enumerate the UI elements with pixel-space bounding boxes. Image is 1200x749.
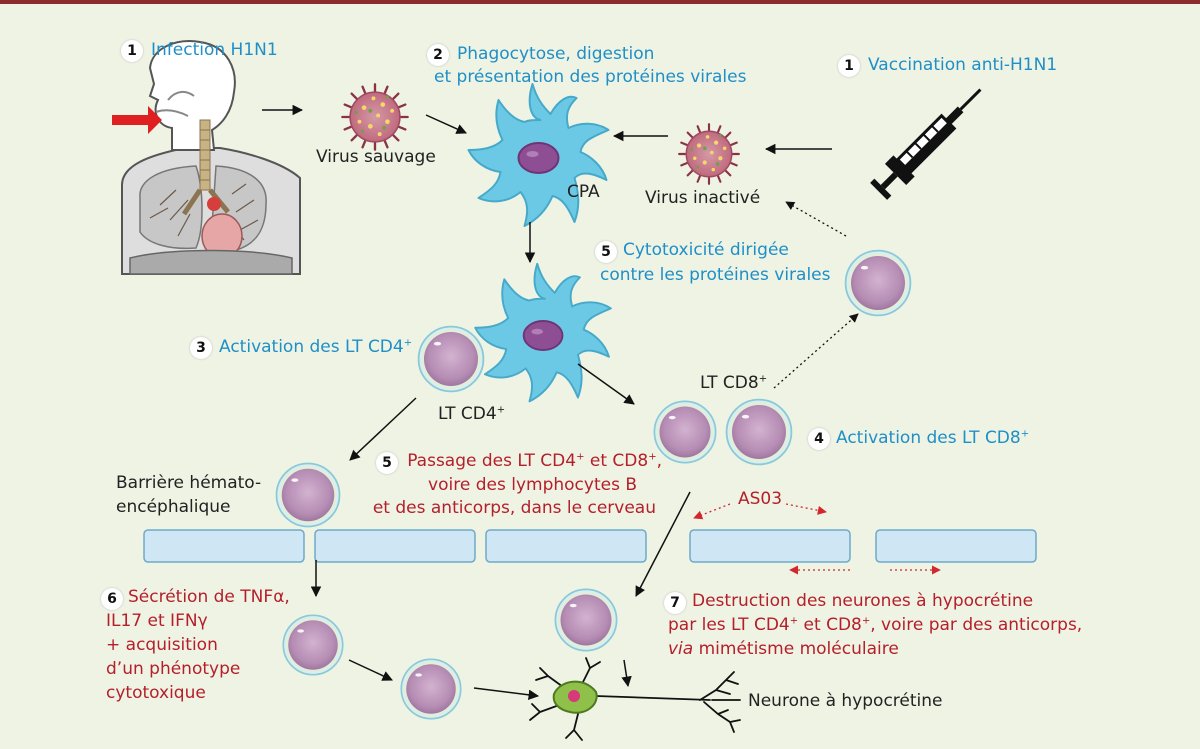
step-number: 2 (427, 44, 449, 66)
lt-cd4-cell (417, 325, 485, 393)
secretion-text-a: Sécrétion de TNF (128, 587, 274, 607)
secretion-label-line3: + acquisition (106, 635, 218, 655)
hypocretin-neuron-icon (529, 657, 741, 741)
lt-cd4-label: LT CD4+ (438, 403, 505, 426)
blood-brain-barrier (143, 529, 1037, 563)
barrier-label-line1: Barrière hémato- (116, 473, 262, 493)
secretion-text-b: , (284, 587, 290, 607)
superscript-plus: + (758, 373, 768, 385)
barrier-label-line2: encéphalique (116, 497, 231, 517)
as03-label: AS03 (738, 489, 783, 509)
destruction-text-a: par les LT CD4 (668, 615, 790, 635)
inactivated-virus-icon (678, 123, 740, 185)
step-number: 1 (838, 55, 860, 77)
virus-inactive-label: Virus inactivé (645, 188, 761, 208)
destruction-text-d: mimétisme moléculaire (693, 639, 899, 659)
passage-label-line3: et des anticorps, dans le cerveau (372, 498, 656, 518)
cytotox-label-line2: contre les protéines virales (600, 265, 831, 285)
cd4-activation-label: Activation des LT CD4+ (219, 336, 412, 359)
passage-label-line2: voire des lymphocytes B (428, 475, 637, 495)
neurone-label: Neurone à hypocrétine (748, 691, 943, 711)
superscript-plus: + (1020, 428, 1030, 440)
cell-near-neuron (554, 588, 618, 652)
syringe-icon (870, 88, 982, 200)
passage-text-a: Passage des LT CD4 (407, 451, 577, 471)
gamma-symbol: γ (197, 611, 208, 631)
secretion-text-c: IL17 et IFN (106, 611, 198, 631)
step-number: 4 (808, 428, 830, 450)
step-number: 5 (595, 241, 617, 263)
lt-cd8-label: LT CD8+ (700, 372, 767, 395)
top-bar (0, 0, 1200, 4)
superscript-plus: + (576, 451, 585, 463)
secretion-label-line5: cytotoxique (106, 683, 206, 703)
vaccination-label: Vaccination anti-H1N1 (868, 55, 1058, 75)
infection-label: Infection H1N1 (151, 40, 278, 60)
lt-cd8-cell-right (725, 398, 793, 466)
destruction-label-line3: via mimétisme moléculaire (668, 638, 899, 661)
lt-cd4-text: LT CD4 (438, 404, 497, 424)
cd8-activation-label: Activation des LT CD8+ (836, 427, 1029, 450)
step-number: 5 (376, 452, 398, 474)
lt-cd8-cell-left (653, 400, 717, 464)
step-number: 7 (664, 592, 686, 614)
superscript-plus: + (403, 337, 413, 349)
passage-text-c: , (656, 451, 662, 471)
phagocytose-label-line1: Phagocytose, digestion (457, 44, 655, 64)
secretion-label-line2: IL17 et IFNγ (106, 610, 208, 633)
cd8-activation-text: Activation des LT CD8 (836, 428, 1021, 448)
human-respiratory-illustration (112, 40, 301, 275)
phagocytose-label-line2: et présentation des protéines virales (434, 67, 747, 87)
lt-cd8-text: LT CD8 (700, 373, 759, 393)
superscript-plus: + (648, 451, 657, 463)
cytotoxic-cell (844, 249, 912, 317)
cd4-activation-text: Activation des LT CD4 (219, 337, 404, 357)
via-italic: via (668, 639, 694, 659)
secretion-label-line4: d’un phénotype (106, 659, 241, 679)
virus-sauvage-label: Virus sauvage (316, 147, 436, 167)
destruction-text-b: et CD8 (798, 615, 862, 635)
step-number: 3 (190, 337, 212, 359)
migrating-cell-barrier (275, 462, 341, 528)
cpa-label: CPA (567, 182, 600, 202)
cytotoxic-cell-lower-2 (400, 658, 462, 720)
secretion-label-line1: Sécrétion de TNFα, (128, 586, 290, 609)
step-number: 6 (101, 588, 123, 610)
passage-text-b: et CD8 (584, 451, 649, 471)
alpha-symbol: α (273, 587, 285, 607)
apc-cell-top (467, 82, 610, 228)
destruction-label-line1: Destruction des neurones à hypocrétine (692, 591, 1034, 611)
passage-label-line1: Passage des LT CD4+ et CD8+, (396, 450, 662, 473)
cytotox-label-line1: Cytotoxicité dirigée (623, 240, 789, 260)
superscript-plus: + (861, 615, 871, 627)
step-number: 1 (121, 40, 143, 62)
destruction-label-line2: par les LT CD4+ et CD8+, voire par des a… (668, 614, 1082, 637)
wild-virus-icon (341, 83, 409, 151)
superscript-plus: + (496, 404, 506, 416)
superscript-plus: + (789, 615, 799, 627)
cytotoxic-cell-lower-1 (282, 614, 344, 676)
apc-cell-middle (474, 262, 612, 403)
destruction-text-c: , voire par des anticorps, (870, 615, 1083, 635)
